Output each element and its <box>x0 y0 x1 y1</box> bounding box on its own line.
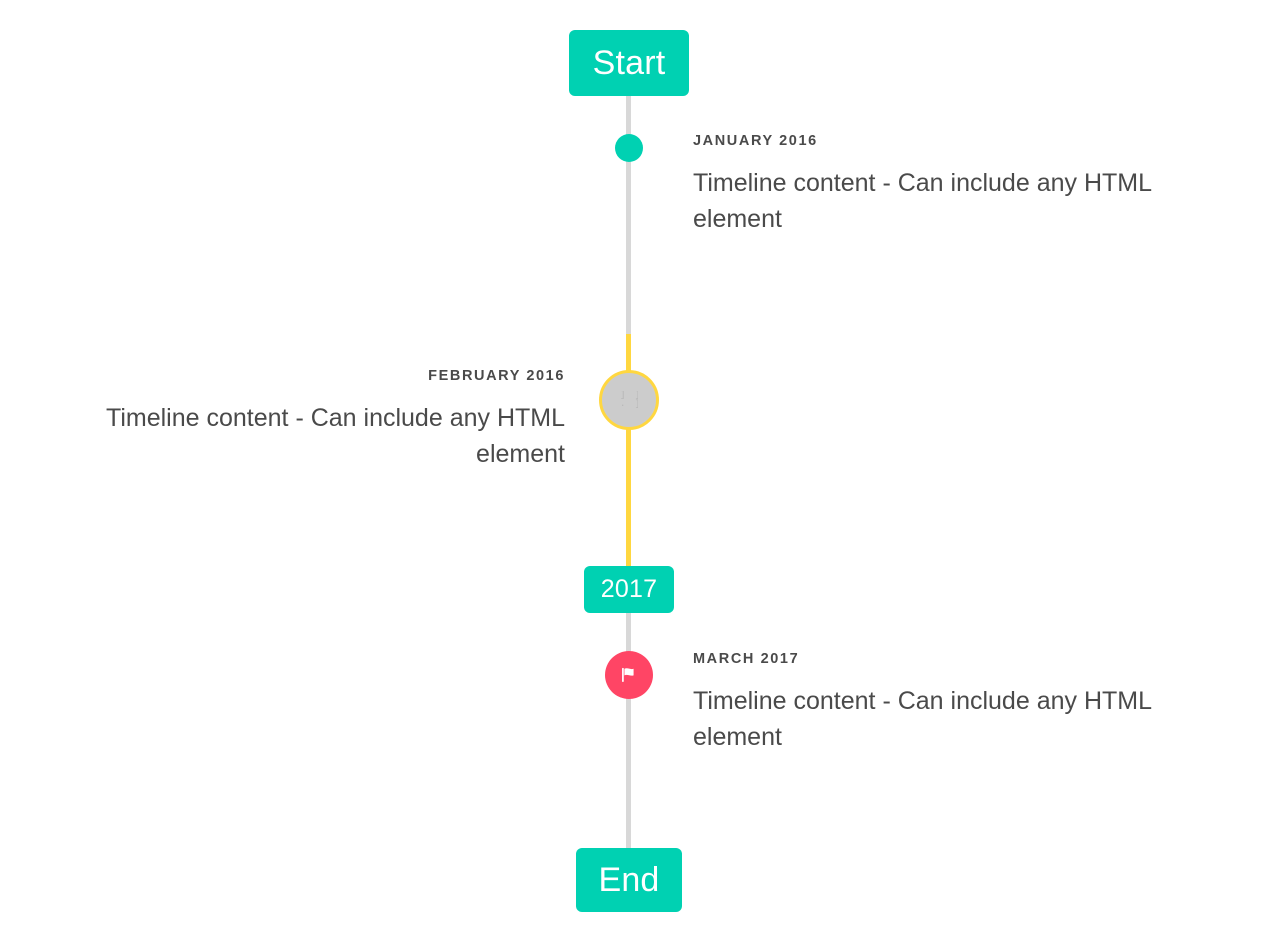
timeline-event-content: MARCH 2017 Timeline content - Can includ… <box>693 651 1217 755</box>
broken-image-glyph: ] ] . ] <box>620 391 638 409</box>
flag-glyph <box>622 667 634 682</box>
timeline-rail-segment-bottom <box>626 608 631 856</box>
timeline-rail-segment-highlight <box>626 334 631 574</box>
timeline-event-body: Timeline content - Can include any HTML … <box>106 404 565 468</box>
timeline-event-content: JANUARY 2016 Timeline content - Can incl… <box>693 133 1217 237</box>
timeline-start-badge[interactable]: Start <box>569 30 689 96</box>
timeline-event-body: Timeline content - Can include any HTML … <box>693 687 1152 751</box>
timeline-event-date: MARCH 2017 <box>693 651 800 667</box>
timeline-event-body: Timeline content - Can include any HTML … <box>693 169 1152 233</box>
timeline-event-content: FEBRUARY 2016 Timeline content - Can inc… <box>41 368 565 472</box>
timeline-end-label: End <box>598 860 660 899</box>
flag-icon[interactable] <box>605 651 653 699</box>
timeline-year-label: 2017 <box>600 575 658 603</box>
broken-image-icon[interactable]: ] ] . ] <box>599 370 659 430</box>
timeline-end-badge[interactable]: End <box>576 848 682 912</box>
timeline-rail-segment-top <box>626 90 631 337</box>
timeline-start-label: Start <box>592 43 666 82</box>
timeline-event-date: FEBRUARY 2016 <box>428 368 565 384</box>
dot-icon[interactable] <box>615 134 643 162</box>
timeline-event-date: JANUARY 2016 <box>693 133 818 149</box>
timeline-year-badge[interactable]: 2017 <box>584 566 674 613</box>
